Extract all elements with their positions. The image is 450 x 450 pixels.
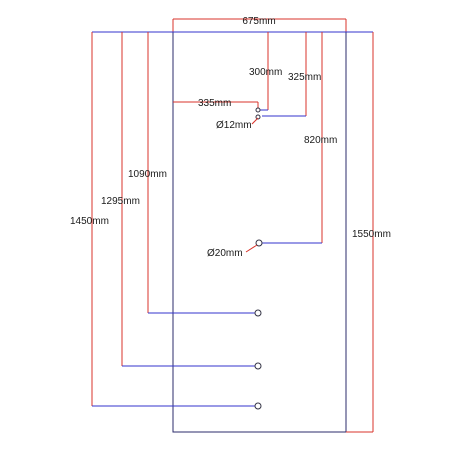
mounting-hole-1 [254,309,262,317]
height-dimension: 1550mm [346,32,391,433]
height-dimension-label: 1550mm [352,229,391,240]
dim-300-label: 300mm [249,67,282,78]
dim-820: 820mm [259,32,337,244]
small-hole-leader [251,117,259,125]
dim-1450-label: 1450mm [70,216,109,227]
dim-1295: 1295mm [101,32,258,367]
dim-335: 335mm [173,98,259,110]
small-hole-2 [255,114,261,120]
dim-335-label: 335mm [198,98,231,109]
dim-1090: 1090mm [128,32,258,314]
dim-325-label: 325mm [288,72,321,83]
large-hole [255,239,263,247]
large-hole-diameter-label: Ø20mm [207,248,243,259]
large-hole-leader [245,244,258,253]
dim-820-label: 820mm [304,135,337,146]
dim-1450: 1450mm [70,32,258,407]
small-hole-diameter-label: Ø12mm [216,120,252,131]
dim-325: 325mm [262,32,321,117]
width-dimension-label: 675mm [242,16,275,27]
mounting-hole-2 [254,362,262,370]
dim-300: 300mm [249,32,282,111]
dim-1090-label: 1090mm [128,169,167,180]
mounting-hole-3 [254,402,262,410]
panel-outline [172,31,347,433]
dim-1295-label: 1295mm [101,196,140,207]
small-hole-1 [255,107,261,113]
width-dimension: 675mm [172,16,347,32]
